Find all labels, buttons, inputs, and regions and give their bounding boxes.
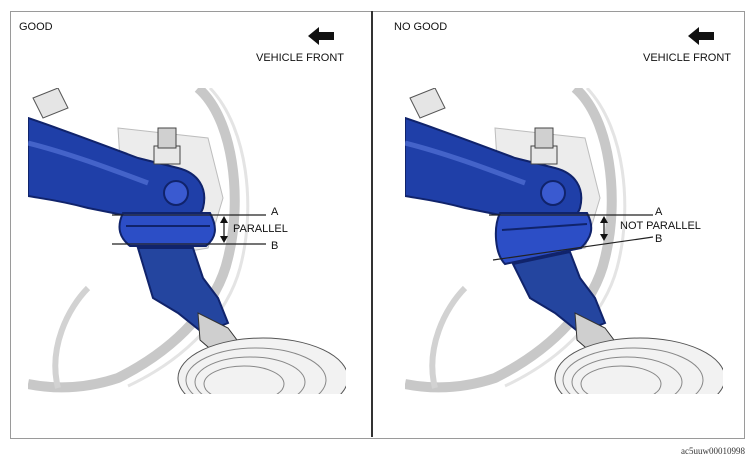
panel-divider <box>371 11 373 437</box>
nogood-vehicle-front-label: VEHICLE FRONT <box>643 52 732 64</box>
good-ball-joint-illustration <box>28 88 346 394</box>
good-vehicle-front-label: VEHICLE FRONT <box>256 52 345 64</box>
figure-code: ac5uuw00010998 <box>681 446 745 456</box>
nogood-label-b: B <box>655 233 663 245</box>
good-relation-label: PARALLEL <box>233 223 288 235</box>
nogood-label-a: A <box>655 206 663 218</box>
good-label-a: A <box>271 206 279 218</box>
vehicle-front-arrow-icon <box>308 27 334 45</box>
nogood-relation-label: NOT PARALLEL <box>620 220 701 232</box>
good-label-b: B <box>271 240 279 252</box>
good-panel-title: GOOD <box>19 21 53 33</box>
vehicle-front-arrow-icon <box>688 27 714 45</box>
nogood-panel-title: NO GOOD <box>394 21 448 33</box>
nogood-ball-joint-illustration <box>405 88 723 394</box>
